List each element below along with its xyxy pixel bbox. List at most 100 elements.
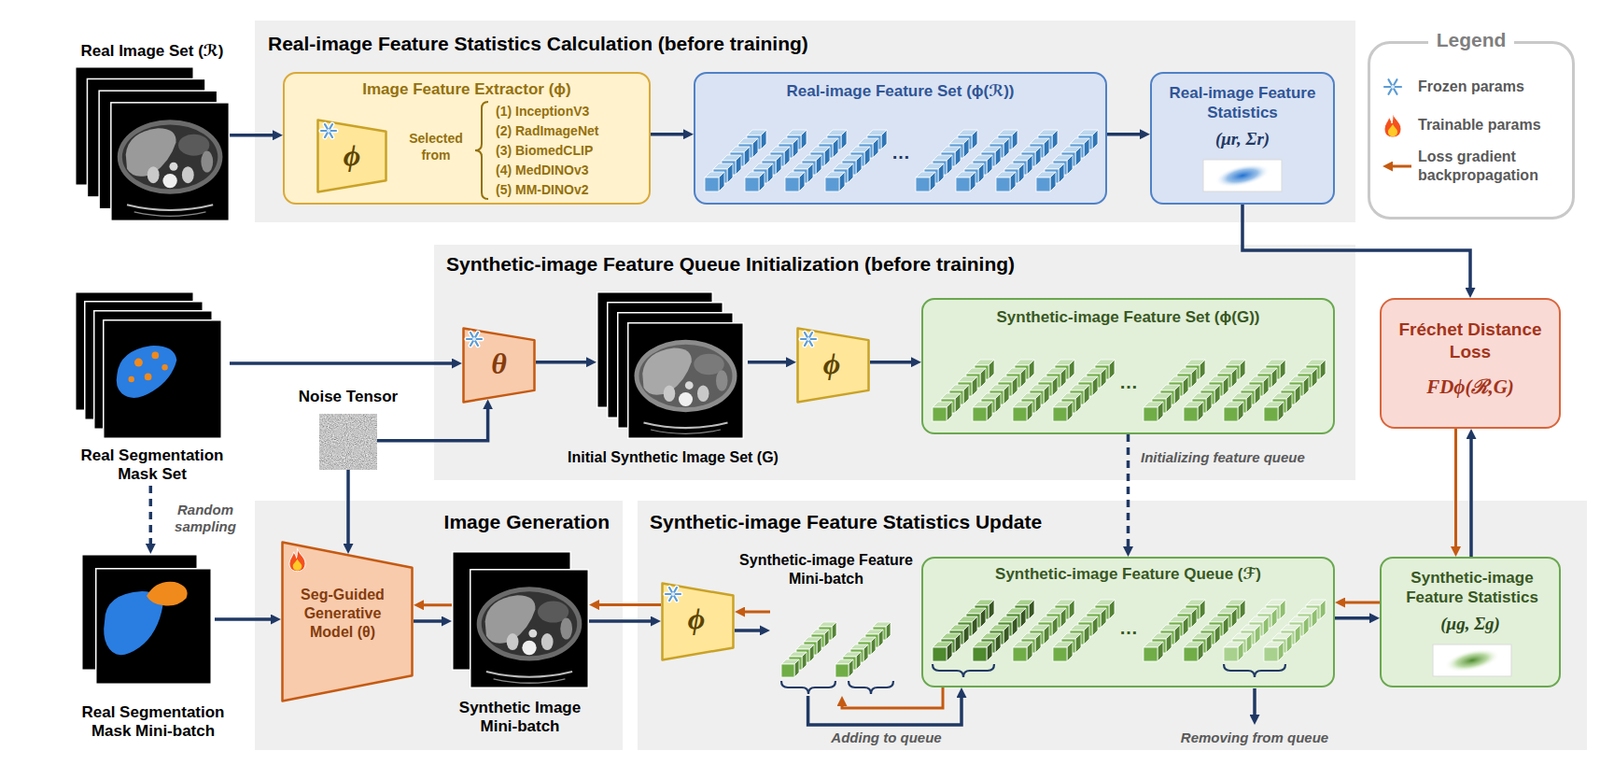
cube-side [1237,401,1244,422]
cube-side [864,146,871,167]
mask-tumor [146,581,188,606]
cube-side [1092,129,1098,150]
image-frame [470,569,590,688]
cube-side [1319,599,1326,619]
ct-spine [521,640,536,655]
cube-front [1052,407,1067,422]
cube-front [1036,177,1051,192]
cube-side [839,171,845,192]
cube-side [775,154,782,175]
cube-side [881,129,887,150]
image-frame [96,568,212,685]
cube-side [831,621,837,640]
extractor-box: Image Feature Extractor (ϕ)Selected from… [282,71,651,205]
cube-side [752,138,758,158]
cube-side [735,154,742,175]
ct-spine [678,392,693,407]
label-text: FDϕ(ℛ,G) [1381,374,1559,399]
cube-side [816,636,822,655]
cube-side [878,629,884,647]
label-text: … [1117,370,1140,393]
cube-side [1271,607,1278,628]
ct-table [126,204,213,211]
cube-side [807,163,814,183]
curly-brace [475,101,489,199]
encoder-trapezoid: ϕ [796,326,871,404]
cube-side [1108,599,1115,619]
cube-side [1060,607,1067,628]
cube-side [727,163,733,183]
cube-side [824,629,829,647]
cube-front [1263,646,1278,661]
snowflake-icon [669,587,677,601]
mask-tumor [128,376,135,382]
cube-side [1254,624,1261,645]
label-text: Frozen params [1417,77,1568,97]
cube-front [1263,407,1278,422]
distribution-blob [1212,159,1272,192]
mask-liver [116,345,178,398]
cube-side [794,659,800,677]
label-text: (1) InceptionV3 [495,101,590,121]
image-frame [103,320,223,439]
cube-side [995,146,1001,167]
cube-side [870,636,876,655]
cube-side [758,171,765,192]
distribution-blob [1442,644,1502,676]
feature-minibatch: Synthetic-image Feature Mini-batch [770,602,901,696]
cube-side [929,171,936,192]
cube-side [1010,171,1016,192]
cube-side [971,616,978,636]
label-text: Legend [1428,28,1515,53]
cube-side [1026,641,1033,661]
label-text: Adding to queue [804,729,969,746]
gradient-arrow [1339,601,1380,604]
cube-side [971,129,978,150]
snowflake-core [326,128,331,133]
encoder-trapezoid: ϕ [660,581,735,661]
cube-side [988,599,995,619]
snowflake-icon [800,337,816,340]
ct-table [134,211,207,216]
cube-side [1271,367,1278,388]
cube-front [1143,407,1158,422]
cube-side [1092,616,1098,636]
flow-arrow [1469,433,1474,557]
cube-front [972,407,987,422]
band-ground [434,244,1356,480]
image-content [103,581,187,655]
cube-side [799,171,805,192]
ct-body [477,586,583,660]
ct-abdomen [639,344,733,408]
cube-side [1035,632,1041,653]
cube-side [978,163,984,183]
encoder-trapezoid: ϕ [316,118,388,194]
label-text: Synthetic-image Feature Queue (ℱ) [923,563,1334,584]
cube-side [1311,367,1318,388]
panel-band: Synthetic-image Feature Statistics Updat… [637,500,1587,750]
cube-side [1214,384,1221,405]
cube-side [1083,384,1090,405]
cube-side [1246,632,1252,653]
image-stack: Synthetic Image Mini-batch [451,550,590,689]
curly-brace [1223,663,1286,677]
cube-side [832,138,839,158]
cube-side [1286,632,1292,653]
image-content [634,339,738,435]
band-ground [254,20,1356,223]
label-text: Initializing feature queue [1140,449,1306,466]
label-text: Noise Tensor [292,386,405,407]
flow-arrow [650,132,689,137]
cube-side [784,146,790,167]
label-text: Synthetic-image Feature Set (ϕ(G)) [923,307,1334,327]
cube-front [785,177,800,192]
cube-front [704,177,719,192]
removal-arrow [1252,687,1257,720]
cube-side [1075,146,1081,167]
ct-abdomen [481,590,577,656]
noise-base [319,413,378,470]
cube-side [1157,401,1164,422]
generator-trapezoid: Seg-Guided Generative Model (θ) [280,540,414,702]
label-text: ϕ [657,600,736,636]
label-text: (μr, Σr) [1151,127,1334,150]
